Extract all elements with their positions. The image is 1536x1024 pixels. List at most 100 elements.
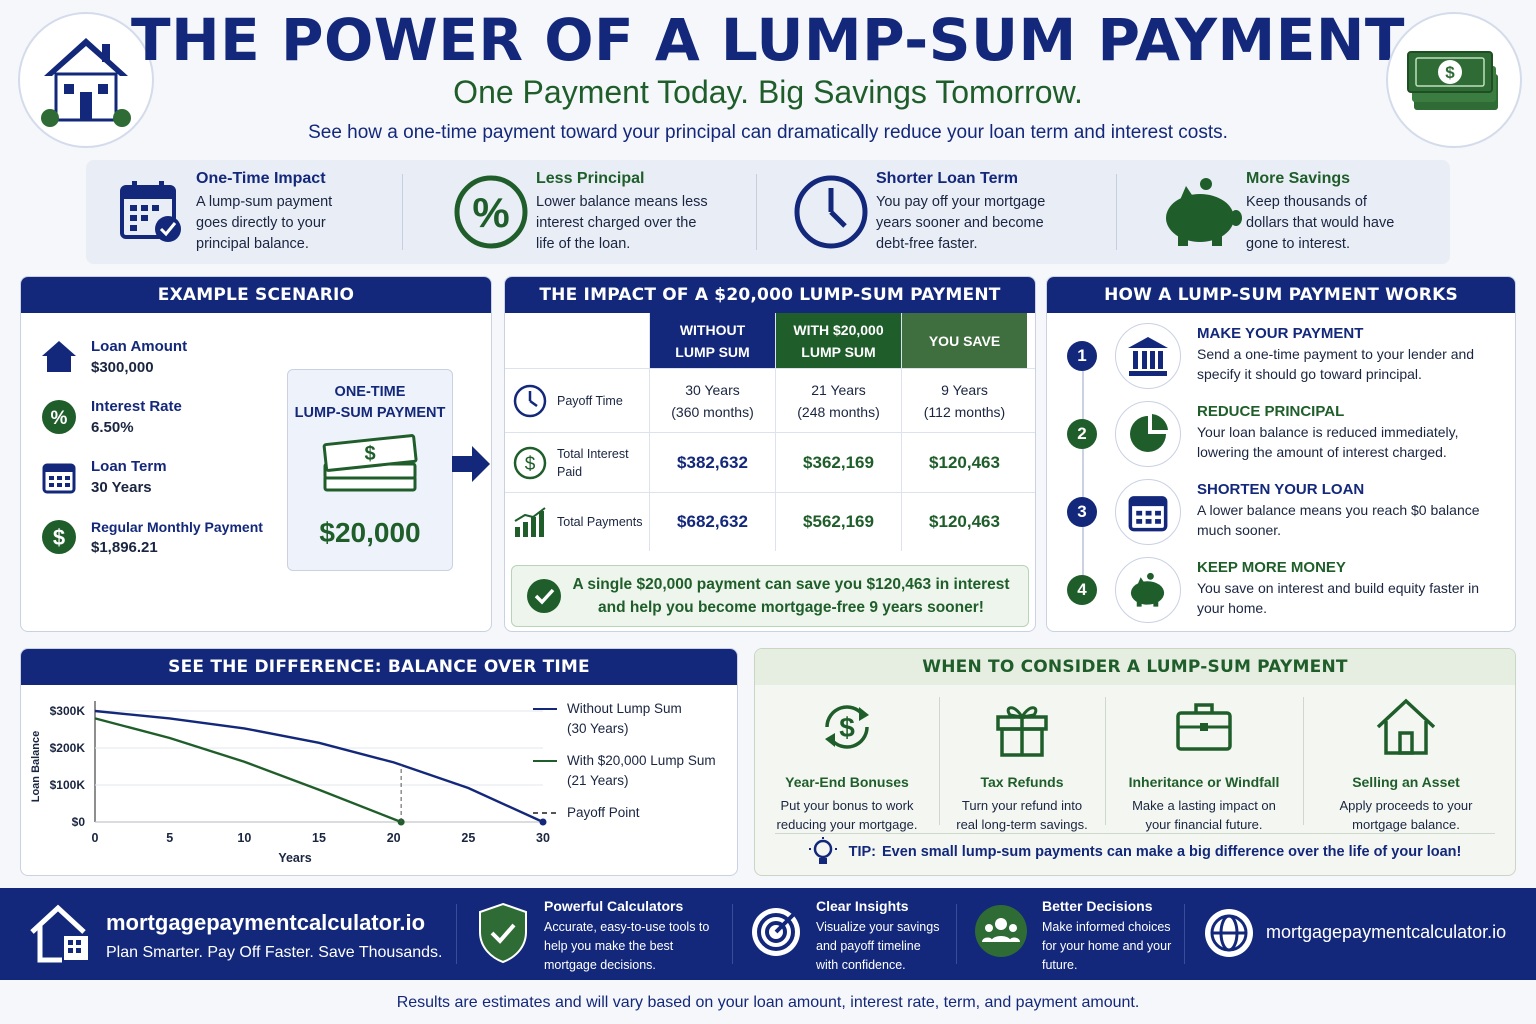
dollar-cycle-icon: $ (825, 705, 869, 749)
benefit-one-time-impact: One-Time Impact A lump-sum payment goes d… (106, 160, 406, 264)
impact-panel: THE IMPACT OF A $20,000 LUMP-SUM PAYMENT… (504, 276, 1036, 632)
svg-text:$: $ (1445, 63, 1455, 82)
benefit-text: Keep thousands of dollars that would hav… (1246, 193, 1395, 252)
target-icon (752, 908, 800, 956)
page-intro: See how a one-time payment toward your p… (308, 122, 1228, 143)
how-it-works-panel: HOW A LUMP-SUM PAYMENT WORKS 1 MAKE YOUR… (1046, 276, 1516, 632)
dollar-circle-icon: $ (42, 520, 76, 554)
when-heading: WHEN TO CONSIDER A LUMP-SUM PAYMENT (755, 649, 1515, 685)
clock-icon (513, 384, 547, 417)
x-tick-label: 0 (92, 831, 99, 845)
piggy-bank-icon (1130, 572, 1165, 607)
cash-stack-icon: $ (1407, 51, 1498, 110)
col-you-save: YOU SAVE (901, 313, 1027, 368)
svg-text:$: $ (839, 712, 855, 743)
calendar-icon (1128, 496, 1168, 532)
lightbulb-icon (808, 836, 837, 864)
series-line-with-lump-sum (94, 717, 402, 824)
chart-heading: SEE THE DIFFERENCE: BALANCE OVER TIME (21, 649, 737, 685)
savings-callout: A single $20,000 payment can save you $1… (511, 565, 1029, 627)
legend-with: With $20,000 Lump Sum(21 Years) (533, 751, 716, 791)
example-loan-amount: Loan Amount$300,000 (39, 337, 187, 377)
table-row: $Total Interest Paid $382,632 $362,169 $… (505, 433, 1035, 493)
tip-bar: TIP:Even small lump-sum payments can mak… (775, 833, 1495, 869)
benefit-title: Shorter Loan Term (876, 169, 1018, 187)
benefit-title: Less Principal (536, 169, 645, 187)
footer-site[interactable]: mortgagepaymentcalculator.io (1266, 922, 1507, 942)
x-tick-label: 5 (166, 831, 173, 845)
house-icon (41, 38, 131, 127)
table-row: Total Payments $682,632 $562,169 $120,46… (505, 493, 1035, 551)
x-tick-label: 10 (237, 831, 251, 845)
people-group-icon (975, 905, 1027, 957)
x-tick-label: 30 (536, 831, 550, 845)
disclaimer: Results are estimates and will vary base… (396, 994, 1140, 1011)
x-axis-label: Years (278, 851, 311, 865)
legend-without: Without Lump Sum(30 Years) (533, 699, 716, 739)
y-tick-label: $300K (50, 704, 86, 718)
check-circle-icon (527, 579, 561, 613)
benefit-text: Lower balance means less interest charge… (536, 193, 708, 252)
dollar-circle-icon: $ (513, 446, 547, 479)
pie-chart-icon (1130, 414, 1168, 452)
footer-brand: mortgagepaymentcalculator.io Plan Smarte… (106, 910, 443, 961)
clock-icon (794, 175, 868, 249)
house-outline-icon (1376, 698, 1436, 755)
shield-check-icon (479, 902, 527, 964)
benefit-text: You pay off your mortgage years sooner a… (876, 193, 1046, 252)
gift-icon (996, 706, 1048, 757)
cash-stack-icon: $ (322, 434, 418, 492)
svg-text:$: $ (525, 454, 536, 475)
example-heading: EXAMPLE SCENARIO (21, 277, 491, 313)
x-tick-label: 20 (387, 831, 401, 845)
page-title: THE POWER OF A LUMP-SUM PAYMENT (131, 6, 1405, 74)
benefit-text: A lump-sum payment goes directly to your… (196, 193, 333, 252)
example-scenario-panel: EXAMPLE SCENARIO Loan Amount$300,000 % I… (20, 276, 492, 632)
legend-payoff: Payoff Point (533, 803, 716, 823)
benefit-title: One-Time Impact (196, 169, 326, 187)
lump-sum-amount: $20,000 (319, 517, 421, 548)
series-line-without-lump-sum (94, 709, 544, 824)
impact-heading: THE IMPACT OF A $20,000 LUMP-SUM PAYMENT (505, 277, 1035, 313)
bank-icon (1128, 337, 1168, 376)
house-logo (18, 12, 154, 148)
chart-legend: Without Lump Sum(30 Years) With $20,000 … (533, 699, 716, 835)
y-tick-label: $200K (50, 741, 86, 755)
calendar-icon (42, 463, 76, 494)
arrow-right-icon (452, 446, 490, 482)
house-grid-icon (30, 904, 88, 963)
y-tick-label: $0 (72, 815, 86, 829)
x-tick-label: 15 (312, 831, 326, 845)
benefit-title: More Savings (1246, 169, 1351, 187)
how-heading: HOW A LUMP-SUM PAYMENT WORKS (1047, 277, 1515, 313)
y-tick-label: $100K (50, 778, 86, 792)
payoff-point (539, 818, 547, 826)
percent-circle-icon: % (42, 400, 76, 434)
example-monthly-payment: $ Regular Monthly Payment$1,896.21 (39, 517, 263, 557)
percent-icon: % (454, 175, 528, 249)
table-row: Payoff Time 30 Years(360 months) 21 Year… (505, 369, 1035, 433)
x-tick-label: 25 (461, 831, 475, 845)
when-to-consider-panel: WHEN TO CONSIDER A LUMP-SUM PAYMENT $ Ye… (754, 648, 1516, 876)
benefits-strip: One-Time Impact A lump-sum payment goes d… (86, 160, 1450, 264)
balance-chart-panel: SEE THE DIFFERENCE: BALANCE OVER TIME $0… (20, 648, 738, 876)
svg-text:$: $ (53, 525, 65, 550)
